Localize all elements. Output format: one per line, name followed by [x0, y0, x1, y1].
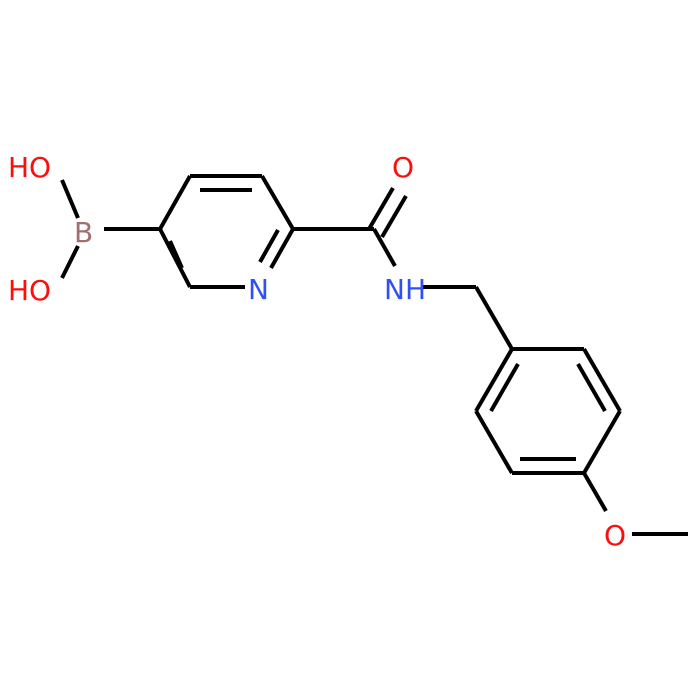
bond-o-top-b: [60, 179, 80, 219]
bond-o-bottom-b: [60, 245, 80, 279]
atom-label-hydroxyl-top: HO: [8, 151, 51, 184]
bond-c6-c5-inner: [168, 240, 184, 269]
bond-c5-c4: [158, 175, 192, 230]
bond-lines: [60, 174, 688, 536]
bond-carbonyl-c-nh: [372, 228, 397, 267]
atom-labels: HO B HO N O NH O: [8, 151, 626, 552]
atom-label-boron: B: [74, 216, 93, 249]
atom-label-pyridine-nitrogen: N: [248, 273, 269, 306]
bond-carbonyl-c-o-2: [380, 194, 408, 239]
atom-label-hydroxyl-bottom: HO: [8, 274, 51, 307]
bond-c2-n1: [269, 228, 295, 269]
bond-c2-n1-inner: [258, 229, 280, 263]
bond-ar-c6-c1-inner: [489, 363, 520, 412]
bond-carbonyl-c-o-1: [367, 186, 395, 231]
bond-ar-c2-c3-inner: [576, 363, 607, 412]
bond-ar-c2-c3: [582, 347, 622, 413]
atom-label-methoxy-oxygen: O: [604, 519, 626, 552]
bond-ar-c4-o: [582, 471, 608, 513]
bond-ch2-ring: [474, 285, 514, 351]
atom-label-carbonyl-oxygen: O: [392, 151, 414, 184]
bond-ar-c6-c1: [474, 347, 514, 413]
bond-ar-c5-c6: [474, 409, 514, 475]
bond-c6-c5: [158, 228, 192, 288]
atom-label-amide-nitrogen: NH: [384, 273, 426, 306]
bond-c3-c2: [260, 174, 295, 231]
bond-ar-c3-c4: [582, 409, 622, 475]
